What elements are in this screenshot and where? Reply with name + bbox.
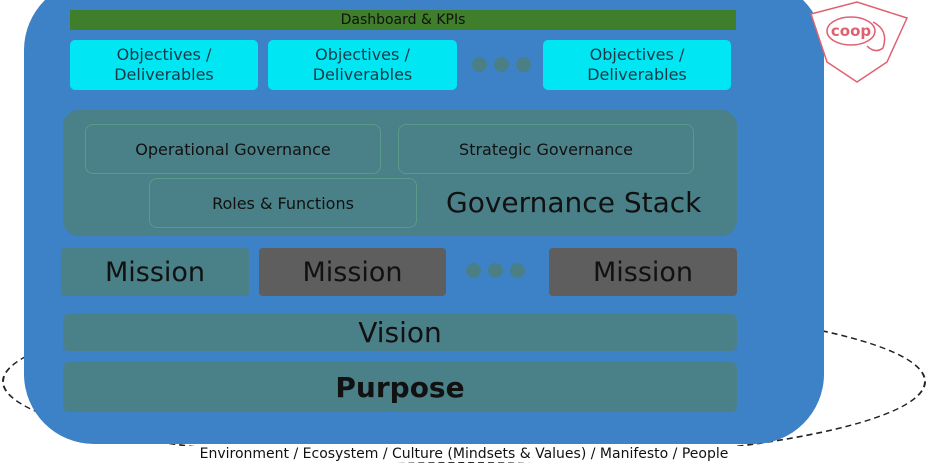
mission-box: Mission [549,248,737,296]
environment-label: Environment / Ecosystem / Culture (Minds… [0,446,928,462]
roles-functions: Roles & Functions [149,178,417,228]
governance-stack-title: Governance Stack [446,186,702,219]
objective-box: Objectives / Deliverables [70,40,258,90]
dashboard-bar: Dashboard & KPIs [70,10,736,30]
vision-bar: Vision [63,314,737,351]
objective-box: Objectives / Deliverables [543,40,731,90]
operational-governance: Operational Governance [85,124,381,174]
ellipsis-dot [510,263,525,278]
coop-logo: coop [805,0,909,84]
ellipsis-dot [488,263,503,278]
ellipsis-dot [466,263,481,278]
purpose-bar: Purpose [63,362,737,412]
objective-box: Objectives / Deliverables [268,40,457,90]
ellipsis-dot [516,57,531,72]
ellipsis-dot [472,57,487,72]
svg-text:coop: coop [831,22,872,40]
mission-box: Mission [259,248,446,296]
mission-box: Mission [61,248,249,296]
strategic-governance: Strategic Governance [398,124,694,174]
ellipsis-dot [494,57,509,72]
